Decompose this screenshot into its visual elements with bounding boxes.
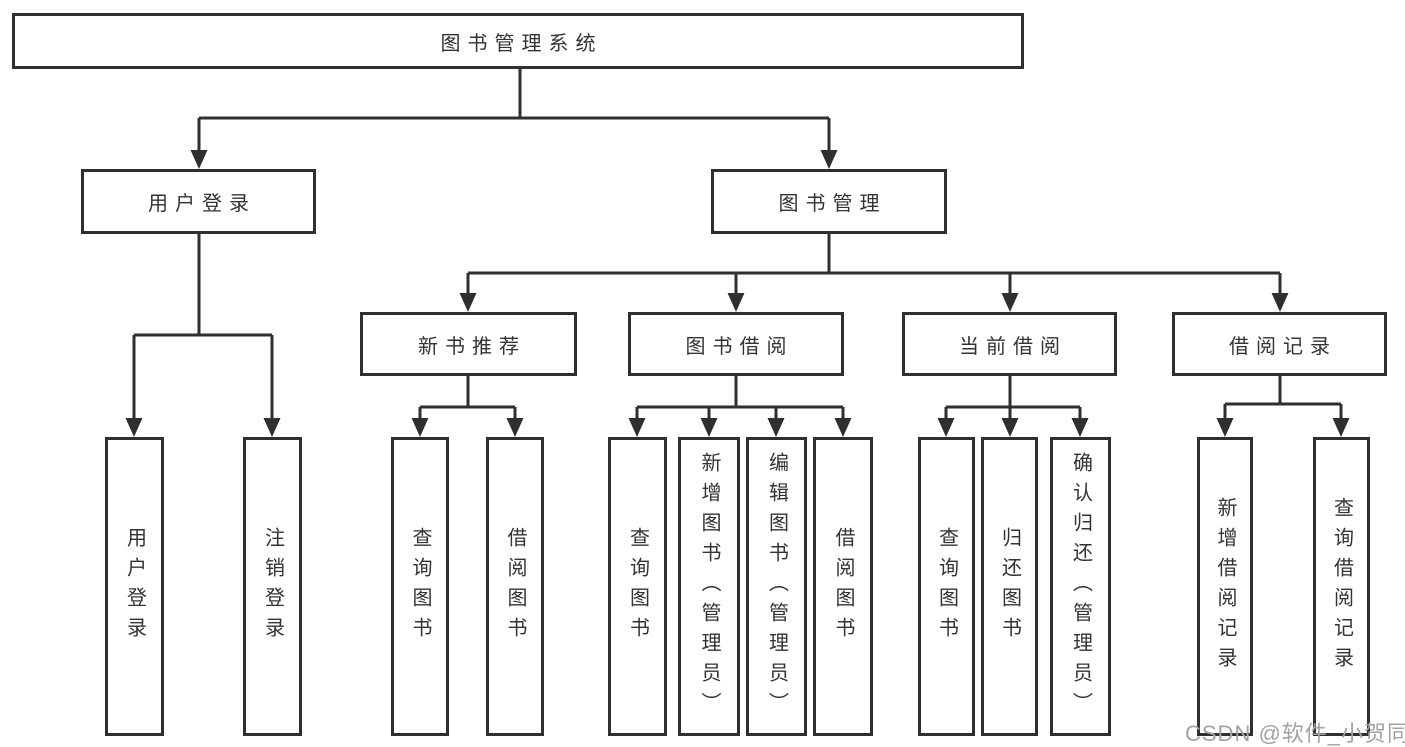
- node-label: 用户登录: [148, 193, 256, 215]
- leaf-query-book-current: 查询图书: [918, 437, 975, 736]
- node-new-book-recommend: 新书推荐: [360, 312, 577, 376]
- leaf-add-borrow-record: 新增借阅记录: [1197, 437, 1253, 736]
- node-borrowing-record: 借阅记录: [1172, 312, 1387, 376]
- node-label: 查询图书: [409, 526, 431, 647]
- node-label: 图书借阅: [685, 335, 794, 358]
- leaf-confirm-return-admin: 确认归还（管理员）: [1050, 437, 1111, 736]
- leaf-query-book-borrowing: 查询图书: [608, 437, 667, 736]
- node-label: 查询图书: [935, 526, 958, 647]
- node-label: 查询借阅记录: [1330, 496, 1353, 677]
- node-book-management: 图书管理: [711, 169, 947, 234]
- node-system-root: 图书管理系统: [12, 13, 1024, 69]
- arrowhead-icons: [125, 150, 1350, 437]
- node-label: 图书管理: [778, 193, 887, 215]
- node-label: 当前借阅: [959, 335, 1067, 358]
- node-label: 新增借阅记录: [1214, 496, 1236, 677]
- leaf-add-book-admin: 新增图书（管理员）: [678, 437, 740, 736]
- node-book-borrowing: 图书借阅: [628, 312, 844, 376]
- node-label: 归还图书: [998, 526, 1021, 647]
- node-label: 借阅图书: [504, 526, 526, 647]
- node-label: 编辑图书（管理员）: [765, 451, 788, 722]
- leaf-query-book-recommend: 查询图书: [391, 437, 449, 736]
- node-label: 查询图书: [626, 526, 649, 647]
- node-user-login: 用户登录: [81, 169, 316, 234]
- node-label: 用户登录: [123, 526, 146, 647]
- leaf-return-book: 归还图书: [981, 437, 1038, 736]
- leaf-edit-book-admin: 编辑图书（管理员）: [746, 437, 807, 736]
- leaf-borrow-book-recommend: 借阅图书: [486, 437, 544, 736]
- csdn-watermark: CSDN @软件_小贺同学: [1185, 721, 1405, 746]
- node-current-borrowing: 当前借阅: [902, 312, 1117, 376]
- node-label: 图书管理系统: [440, 32, 603, 55]
- node-label: 新书推荐: [418, 335, 526, 358]
- node-label: 新增图书（管理员）: [698, 451, 720, 722]
- node-label: 借阅图书: [832, 526, 854, 647]
- node-label: 确认归还（管理员）: [1069, 451, 1092, 722]
- leaf-query-borrow-record: 查询借阅记录: [1313, 437, 1370, 736]
- node-label: 注销登录: [261, 526, 284, 647]
- connector-elbows: [132, 69, 1343, 421]
- leaf-logout: 注销登录: [243, 437, 302, 736]
- leaf-user-login: 用户登录: [105, 437, 164, 736]
- leaf-borrow-book: 借阅图书: [813, 437, 873, 736]
- node-label: 借阅记录: [1229, 335, 1337, 358]
